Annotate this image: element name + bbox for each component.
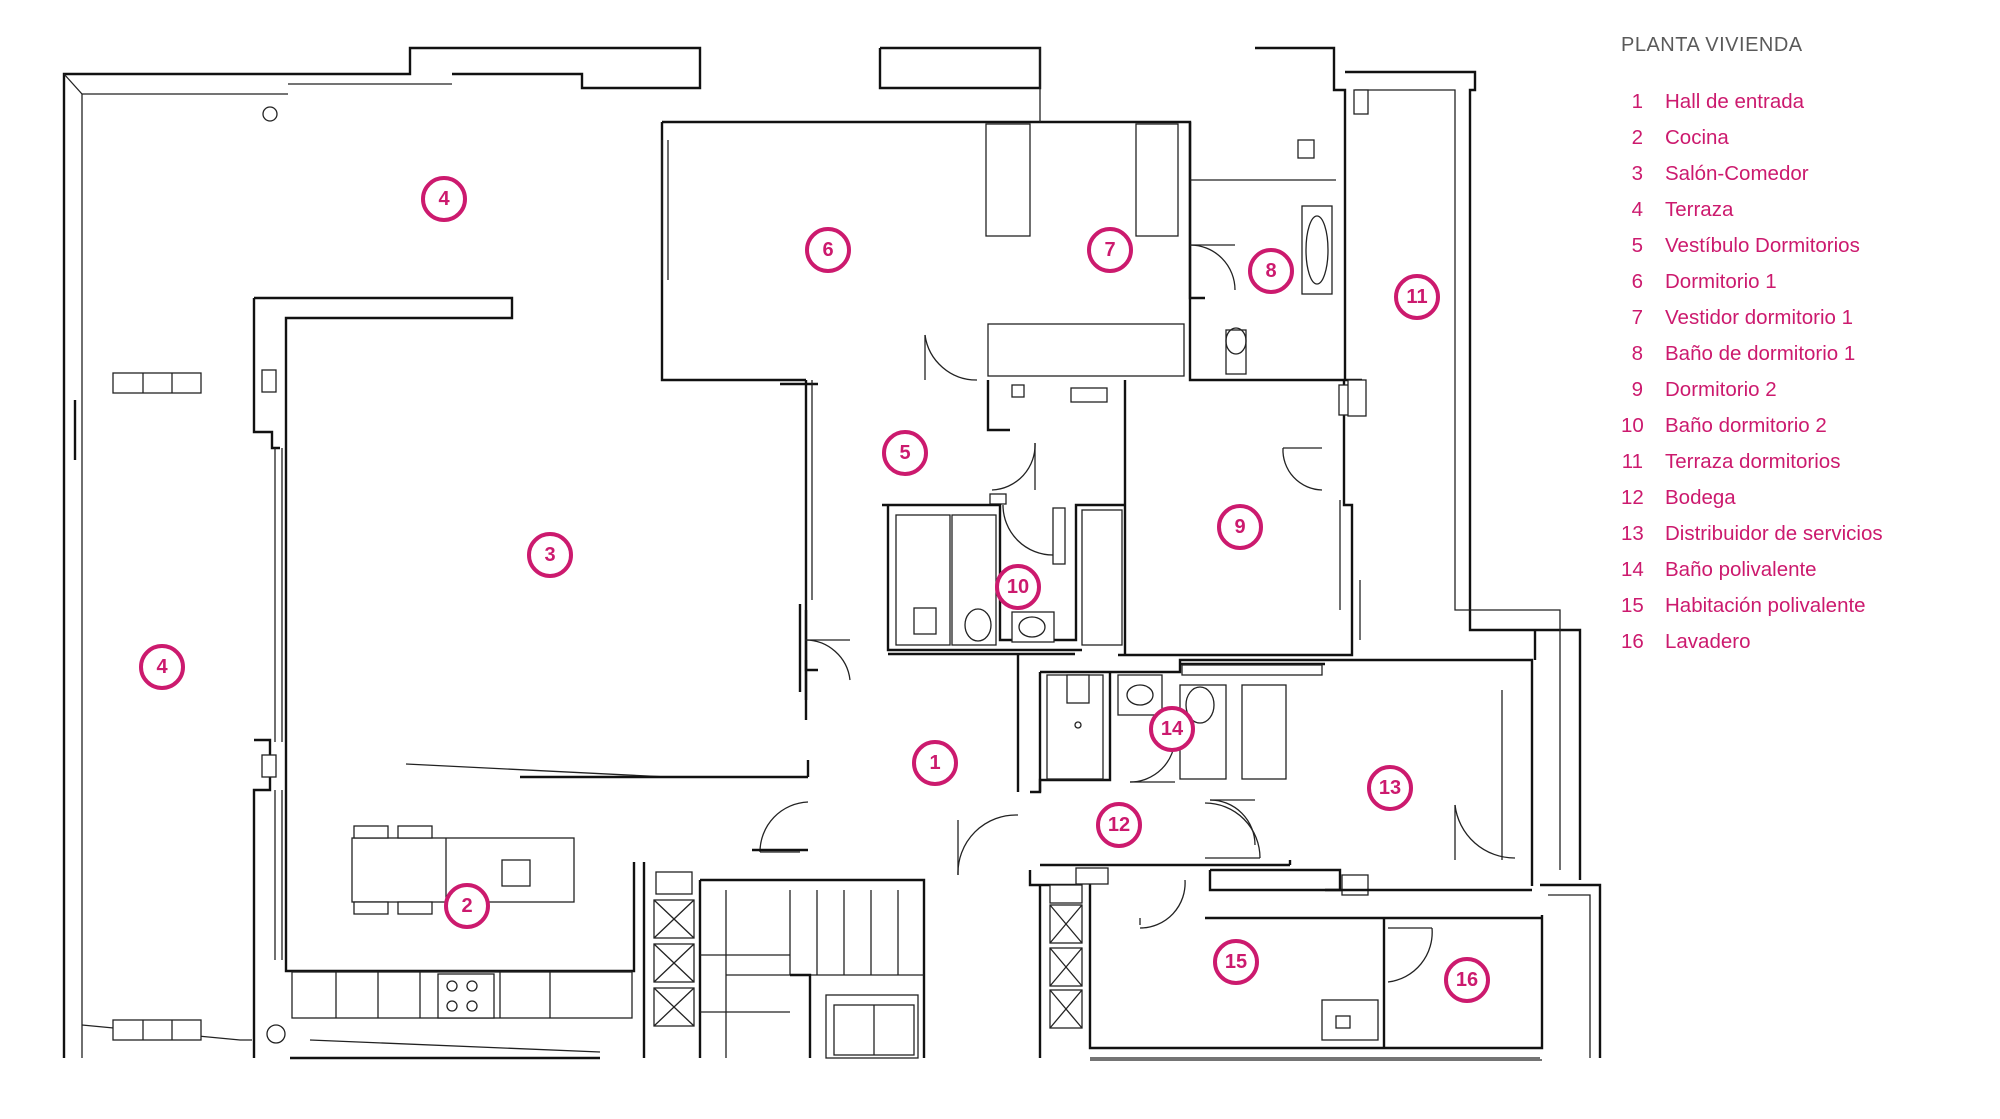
legend-item-label: Vestidor dormitorio 1: [1665, 306, 1854, 329]
legend-item: 16 Lavadero: [1621, 624, 1981, 660]
legend-item-number: 14: [1621, 558, 1644, 581]
room-marker-5: 5: [882, 430, 928, 476]
svg-text:16: 16: [1456, 969, 1478, 991]
svg-text:3: 3: [544, 544, 555, 566]
legend-item: 4 Terraza: [1621, 192, 1981, 228]
legend-item-number: 9: [1631, 378, 1643, 401]
room-marker-11: 11: [1394, 274, 1440, 320]
legend-item: 15 Habitación polivalente: [1621, 588, 1981, 624]
legend-item-label: Terraza dormitorios: [1665, 450, 1841, 473]
svg-text:8: 8: [1265, 260, 1276, 282]
svg-text:12: 12: [1108, 814, 1130, 836]
svg-text:14: 14: [1161, 718, 1184, 740]
legend-item-label: Salón-Comedor: [1665, 162, 1809, 185]
bedroom2-walls: [804, 380, 1360, 720]
legend-item-number: 12: [1621, 486, 1644, 509]
legend-item: 2 Cocina: [1621, 120, 1981, 156]
legend-item-label: Dormitorio 2: [1665, 378, 1777, 401]
legend-item-label: Hall de entrada: [1665, 90, 1805, 113]
room-marker-12: 12: [1096, 802, 1142, 848]
svg-text:13: 13: [1379, 777, 1401, 799]
room-marker-6: 6: [805, 227, 851, 273]
legend-item-label: Cocina: [1665, 126, 1729, 149]
legend-item: 1 Hall de entrada: [1621, 84, 1981, 120]
legend-item-label: Baño polivalente: [1665, 558, 1817, 581]
room-legend: PLANTA VIVIENDA 1 Hall de entrada 2 Cocina 3…: [1621, 34, 1981, 660]
legend-item-number: 4: [1631, 198, 1643, 221]
legend-item: 9 Dormitorio 2: [1621, 372, 1981, 408]
services-walls: [1038, 658, 1534, 896]
room-marker-9: 9: [1217, 504, 1263, 550]
legend-item-number: 6: [1631, 270, 1643, 293]
salon-kitchen-walls: [112, 106, 810, 1060]
stairs-elevator: [642, 862, 1540, 1059]
legend-item-number: 11: [1621, 450, 1643, 473]
room-marker-15: 15: [1213, 939, 1259, 985]
legend-item-label: Terraza: [1665, 198, 1734, 221]
bedroom1-walls: [660, 46, 1362, 398]
legend-item: 14 Baño polivalente: [1621, 552, 1981, 588]
room-marker-10: 10: [995, 564, 1041, 610]
legend-item: 3 Salón-Comedor: [1621, 156, 1981, 192]
legend-item-label: Baño de dormitorio 1: [1665, 342, 1856, 365]
room-marker-4-north: 4: [421, 176, 467, 222]
legend-item: 11 Terraza dormitorios: [1621, 444, 1981, 480]
svg-text:4: 4: [438, 188, 450, 210]
legend-item: 7 Vestidor dormitorio 1: [1621, 300, 1981, 336]
legend-item-label: Lavadero: [1665, 630, 1751, 653]
legend-item: 13 Distribuidor de servicios: [1621, 516, 1981, 552]
room-marker-8: 8: [1248, 248, 1294, 294]
legend-title: PLANTA VIVIENDA: [1621, 34, 1803, 56]
svg-text:4: 4: [156, 656, 168, 678]
legend-item-label: Baño dormitorio 2: [1665, 414, 1827, 437]
room-marker-4-west: 4: [139, 644, 185, 690]
legend-item-label: Distribuidor de servicios: [1665, 522, 1883, 545]
room-marker-2: 2: [444, 883, 490, 929]
room-marker-7: 7: [1087, 227, 1133, 273]
room-marker-16: 16: [1444, 957, 1490, 1003]
room-marker-1: 1: [912, 740, 958, 786]
legend-item: 5 Vestíbulo Dormitorios: [1621, 228, 1981, 264]
hall-walls: [752, 604, 1080, 887]
legend-item-number: 2: [1631, 126, 1643, 149]
svg-text:6: 6: [822, 239, 833, 261]
room-marker-13: 13: [1367, 765, 1413, 811]
legend-item-label: Habitación polivalente: [1665, 594, 1866, 617]
legend-item-number: 16: [1621, 630, 1644, 653]
legend-item-number: 3: [1631, 162, 1643, 185]
legend-item-label: Vestíbulo Dormitorios: [1665, 234, 1860, 257]
legend-item-number: 10: [1621, 414, 1644, 437]
svg-text:5: 5: [899, 442, 910, 464]
legend-item-label: Dormitorio 1: [1665, 270, 1777, 293]
svg-text:9: 9: [1234, 516, 1245, 538]
legend-item: 10 Baño dormitorio 2: [1621, 408, 1981, 444]
legend-item-number: 13: [1621, 522, 1644, 545]
legend-item-number: 15: [1621, 594, 1644, 617]
svg-text:15: 15: [1225, 951, 1247, 973]
room-marker-3: 3: [527, 532, 573, 578]
legend-item-label: Bodega: [1665, 486, 1736, 509]
svg-text:10: 10: [1007, 576, 1029, 598]
svg-text:7: 7: [1104, 239, 1115, 261]
svg-text:1: 1: [929, 752, 940, 774]
legend-item-number: 5: [1631, 234, 1643, 257]
legend-item: 6 Dormitorio 1: [1621, 264, 1981, 300]
legend-item: 12 Bodega: [1621, 480, 1981, 516]
legend-item-number: 8: [1631, 342, 1643, 365]
svg-text:11: 11: [1406, 286, 1427, 308]
legend-item-number: 7: [1631, 306, 1643, 329]
svg-text:2: 2: [461, 895, 472, 917]
multipurpose-walls: [1075, 867, 1544, 1061]
legend-item-number: 1: [1631, 90, 1643, 113]
terrace-east-outline: [1345, 70, 1602, 1058]
legend-item: 8 Baño de dormitorio 1: [1621, 336, 1981, 372]
room-marker-14: 14: [1149, 706, 1195, 752]
